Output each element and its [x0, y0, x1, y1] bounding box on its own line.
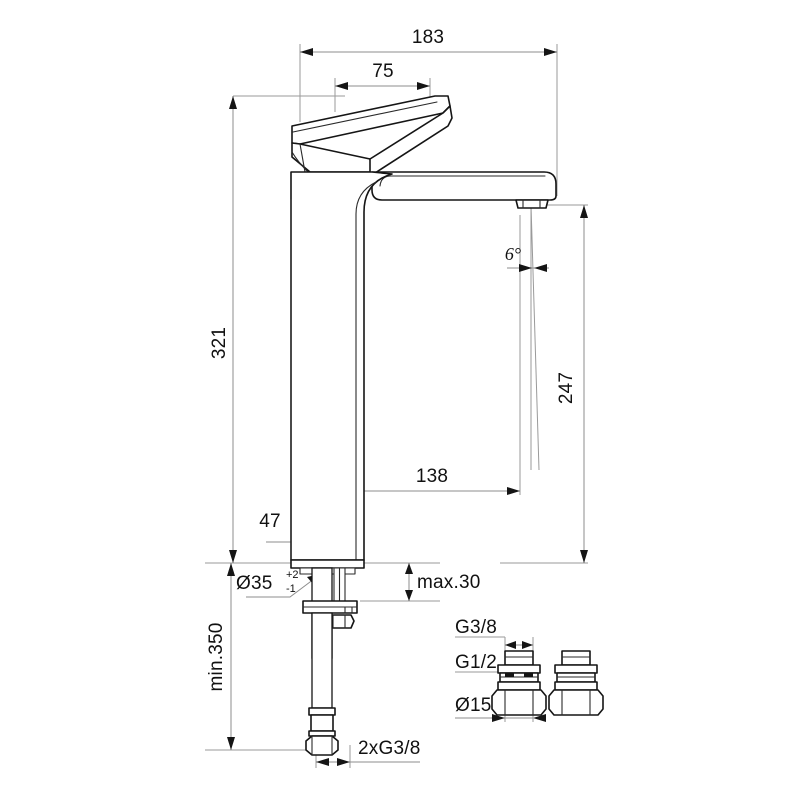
faucet-spout-arm — [371, 171, 557, 209]
connector-fittings — [491, 650, 604, 716]
dimension-spout-angle: 6° — [505, 204, 549, 471]
mounting-washer — [302, 600, 358, 614]
dimension-max-counter-thickness: max.30 — [405, 563, 481, 601]
dimension-label-75: 75 — [372, 61, 394, 82]
callout-fitting-thread-body: G1/2 — [455, 652, 497, 673]
callout-fitting-bore: Ø15 — [455, 695, 546, 722]
connector-fitting-left — [491, 650, 547, 716]
hose-assembly — [302, 567, 358, 756]
faucet-assembly — [290, 95, 557, 575]
connector-fitting-right — [548, 650, 604, 716]
dimension-label-47: 47 — [259, 511, 281, 532]
dimension-label-angle: 6° — [505, 244, 521, 264]
dimension-label-321: 321 — [209, 327, 230, 359]
faucet-column — [290, 171, 393, 561]
dimension-label-183: 183 — [412, 27, 444, 48]
dimension-label-G12: G1/2 — [455, 652, 497, 673]
hose-ferrule-knurl — [310, 714, 334, 732]
callout-base-hole-diameter: Ø35 +2 -1 — [236, 569, 320, 598]
dimension-label-2xG38: 2xG3/8 — [358, 738, 420, 759]
dimension-label-diameter15: Ø15 — [455, 695, 492, 716]
dimension-label-247: 247 — [556, 372, 577, 404]
dimension-hose-min-length: min.350 — [206, 563, 235, 750]
dimension-spout-height: 247 — [556, 205, 588, 563]
dimension-hose-thread: 2xG3/8 — [316, 738, 420, 766]
dimension-overall-height: 321 — [209, 96, 237, 563]
dimension-label-diameter35: Ø35 — [236, 573, 273, 594]
dimension-handle-width: 75 — [335, 61, 430, 90]
dimension-label-G38: G3/8 — [455, 617, 497, 638]
callout-fitting-thread-top: G3/8 — [455, 617, 533, 649]
dimension-label-tol-minus: -1 — [286, 583, 296, 595]
hose-terminal-nut — [305, 735, 339, 756]
dimension-label-max30: max.30 — [417, 572, 481, 593]
faucet-lever-handle — [291, 95, 453, 174]
hose-ferrule-upper — [308, 707, 336, 716]
dimension-label-min350: min.350 — [206, 623, 227, 692]
dimension-label-tol-plus: +2 — [286, 569, 299, 581]
dimension-overall-width: 183 — [300, 27, 557, 56]
braided-hose-main — [311, 612, 333, 709]
dimension-label-138: 138 — [416, 466, 448, 487]
fixing-nut — [329, 614, 355, 629]
